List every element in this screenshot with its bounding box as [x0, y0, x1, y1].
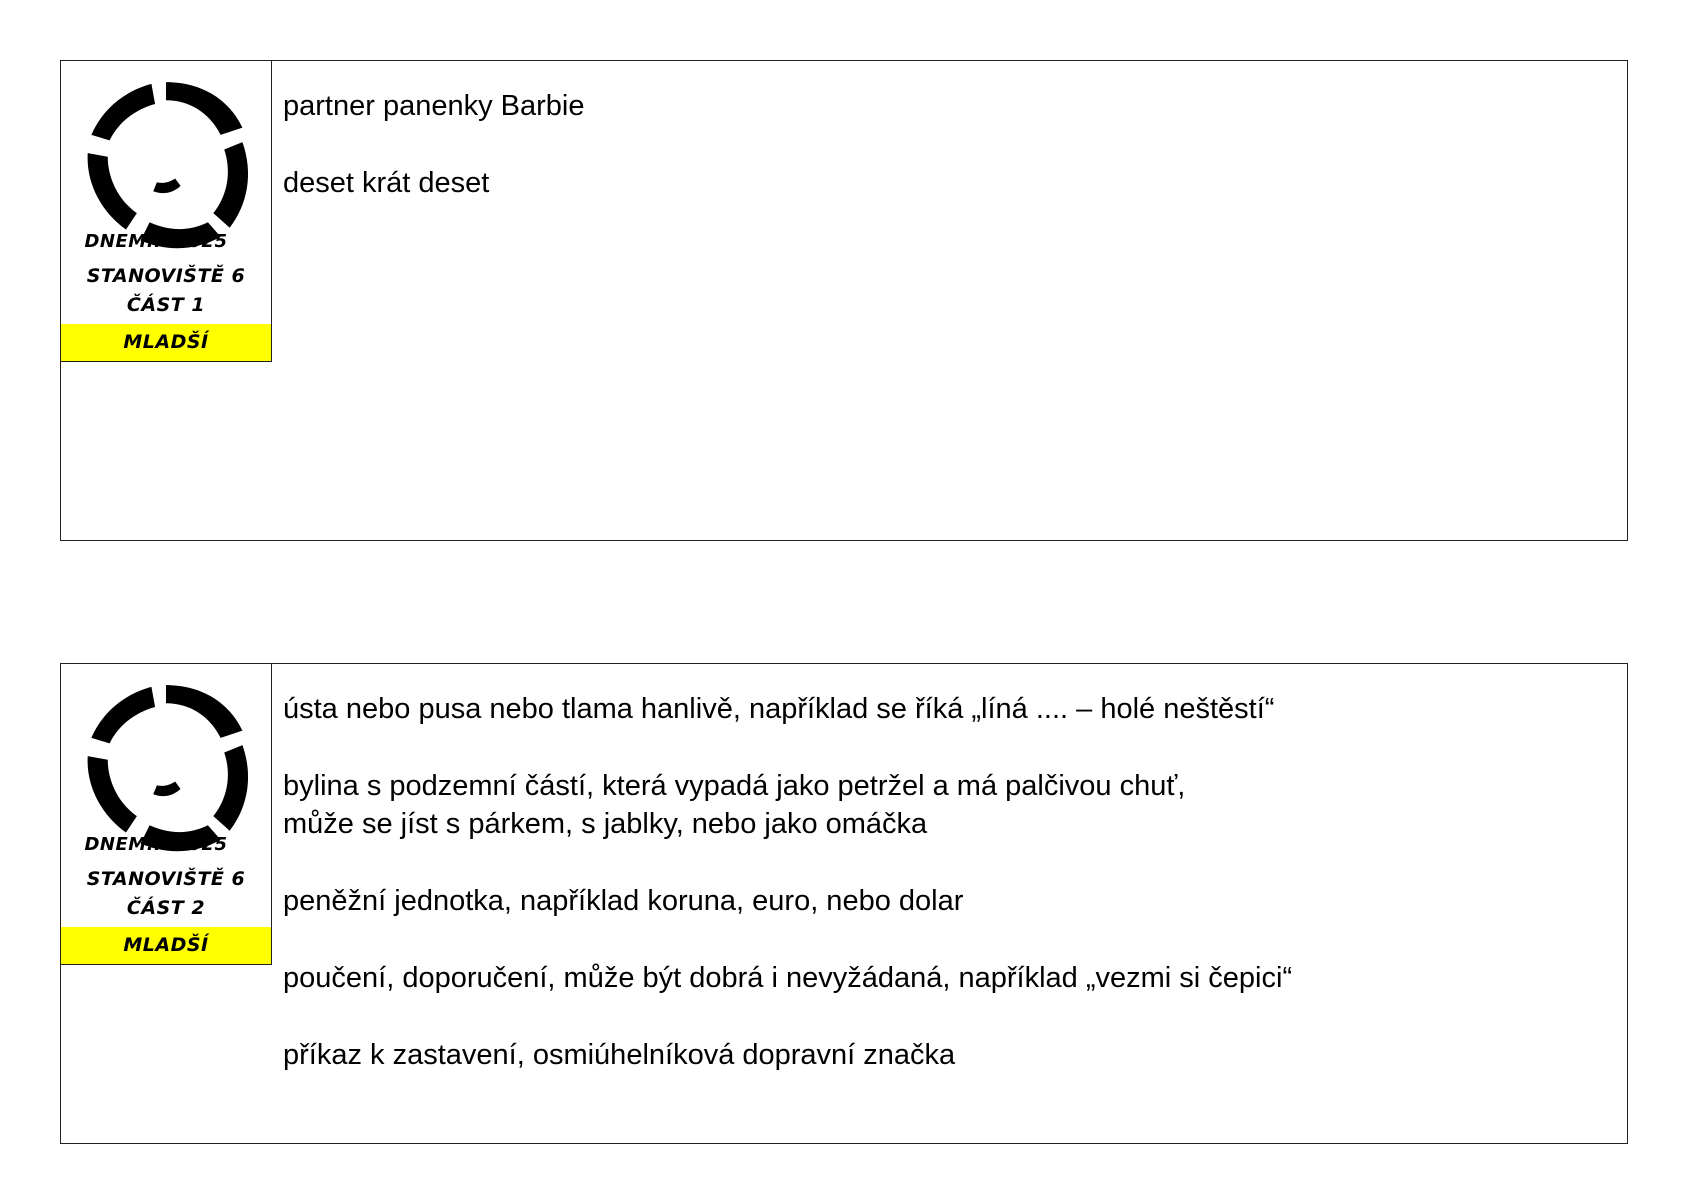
clue-text: poučení, doporučení, může být dobrá i ne…: [283, 962, 1293, 994]
station-badge: DNEM... 2025 STANOVIŠTĚ 6 ČÁST 2 MLADŠÍ: [60, 663, 272, 965]
swirl-logo-icon: [87, 82, 249, 249]
clue-item: deset krát deset: [283, 164, 584, 202]
badge-station: STANOVIŠTĚ 6: [86, 265, 246, 287]
clue-list: ústa nebo pusa nebo tlama hanlivě, napří…: [283, 690, 1292, 1113]
clue-text: partner panenky Barbie: [283, 90, 585, 122]
clue-card-1: DNEM... 2025 STANOVIŠTĚ 6 ČÁST 1 MLADŠÍ …: [60, 60, 1628, 541]
swirl-logo-icon: [87, 685, 249, 852]
clue-item: ústa nebo pusa nebo tlama hanlivě, napří…: [283, 690, 1292, 728]
clue-item: bylina s podzemní částí, která vypadá ja…: [283, 767, 1292, 843]
clue-text: deset krát deset: [283, 167, 490, 199]
clue-text: ústa nebo pusa nebo tlama hanlivě, napří…: [283, 693, 1275, 725]
badge-station: STANOVIŠTĚ 6: [86, 868, 246, 890]
badge-part: ČÁST 1: [126, 294, 206, 316]
clue-item: příkaz k zastavení, osmiúhelníková dopra…: [283, 1036, 1292, 1074]
badge-level: MLADŠÍ: [61, 927, 271, 964]
clue-text: bylina s podzemní částí, která vypadá ja…: [283, 770, 1186, 802]
clue-item: peněžní jednotka, například koruna, euro…: [283, 882, 1292, 920]
clue-text: peněžní jednotka, například koruna, euro…: [283, 885, 964, 917]
badge-year: DNEM... 2025: [84, 834, 228, 855]
clue-list: partner panenky Barbie deset krát deset: [283, 87, 584, 241]
clue-text: může se jíst s párkem, s jablky, nebo ja…: [283, 808, 928, 840]
badge-part: ČÁST 2: [126, 897, 206, 919]
clue-card-2: DNEM... 2025 STANOVIŠTĚ 6 ČÁST 2 MLADŠÍ …: [60, 663, 1628, 1144]
clue-text: příkaz k zastavení, osmiúhelníková dopra…: [283, 1039, 956, 1071]
station-badge: DNEM... 2025 STANOVIŠTĚ 6 ČÁST 1 MLADŠÍ: [60, 60, 272, 362]
badge-level: MLADŠÍ: [61, 324, 271, 361]
badge-year: DNEM... 2025: [84, 231, 228, 252]
clue-item: partner panenky Barbie: [283, 87, 584, 125]
clue-item: poučení, doporučení, může být dobrá i ne…: [283, 959, 1292, 997]
